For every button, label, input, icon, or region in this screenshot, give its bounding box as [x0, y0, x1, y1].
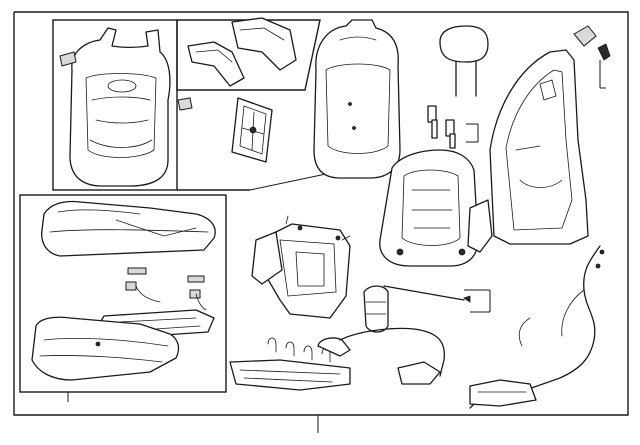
seat-back-cover-group: [52, 17, 346, 191]
back-panel-insert: [231, 97, 273, 163]
headrest-guide-clip: [59, 51, 77, 67]
headrest: [439, 25, 489, 97]
wiring-harness-right: [469, 245, 605, 409]
seat-back-cover: [313, 19, 401, 179]
side-bolster-bracket-upper: [231, 17, 297, 71]
recliner-side-shield: [467, 199, 493, 253]
actuator-motor: [363, 285, 389, 333]
side-panel-trim: [251, 231, 283, 285]
seat-track-harness: [229, 337, 351, 391]
seat-cushion-pad: [31, 316, 180, 381]
wiring-harness-center: [317, 327, 446, 385]
seat-back-rear-panel: [489, 49, 589, 245]
headrest-guides: [427, 105, 479, 149]
upper-bracket: [177, 97, 193, 111]
torsion-rod: [383, 285, 491, 313]
trim-cap: [573, 25, 611, 89]
outer-frame: [13, 11, 629, 433]
seat-cushion-cover: [41, 200, 216, 257]
side-bolster-bracket-lower: [187, 41, 245, 87]
cushion-clips: [125, 267, 207, 311]
seat-back-pad: [69, 27, 171, 187]
seat-adjuster-assembly: [265, 215, 351, 319]
seat-cushion-group: [19, 194, 227, 402]
seat-back-frame: [379, 149, 479, 267]
